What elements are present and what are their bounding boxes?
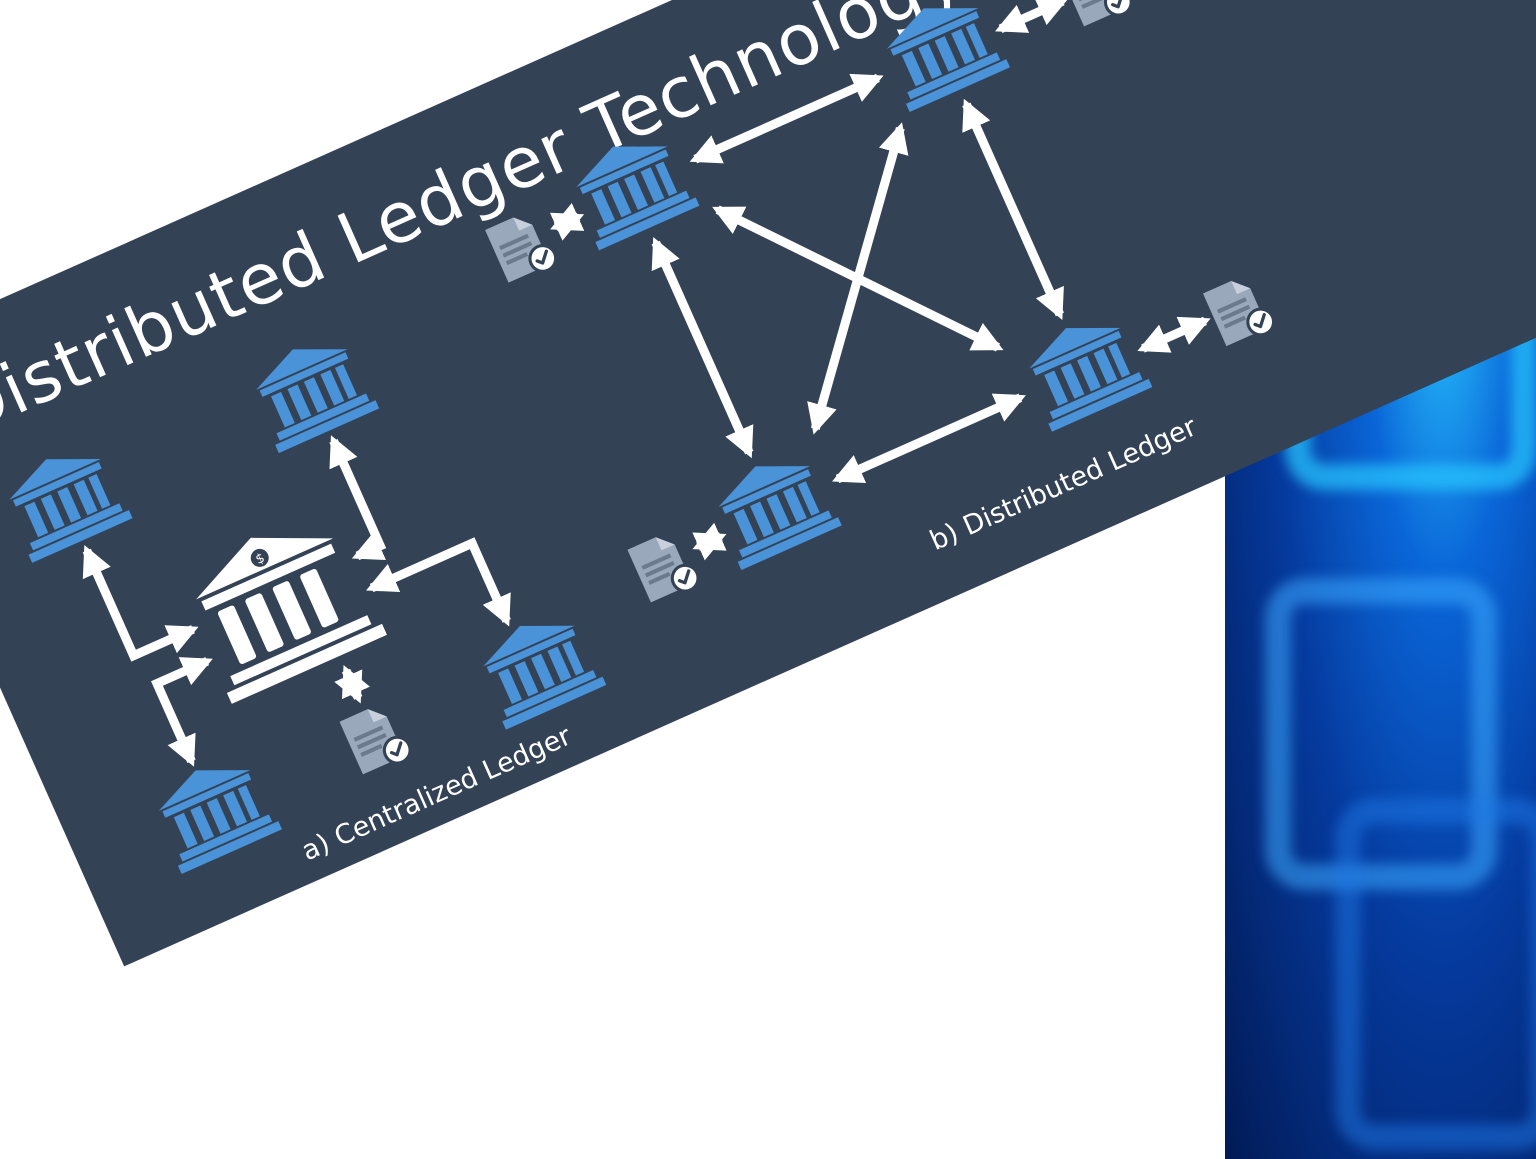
arrow <box>549 202 585 241</box>
arrow <box>1137 316 1211 353</box>
arrow <box>689 73 884 164</box>
arrow <box>692 522 727 561</box>
arrow <box>151 657 213 767</box>
arrow <box>334 664 370 704</box>
arrow <box>82 545 199 662</box>
arrow <box>651 236 754 459</box>
arrow <box>832 393 1026 484</box>
arrow <box>962 98 1064 320</box>
arrow <box>995 0 1069 33</box>
arrow <box>807 122 909 435</box>
arrow <box>329 435 387 561</box>
arrow <box>366 537 511 627</box>
